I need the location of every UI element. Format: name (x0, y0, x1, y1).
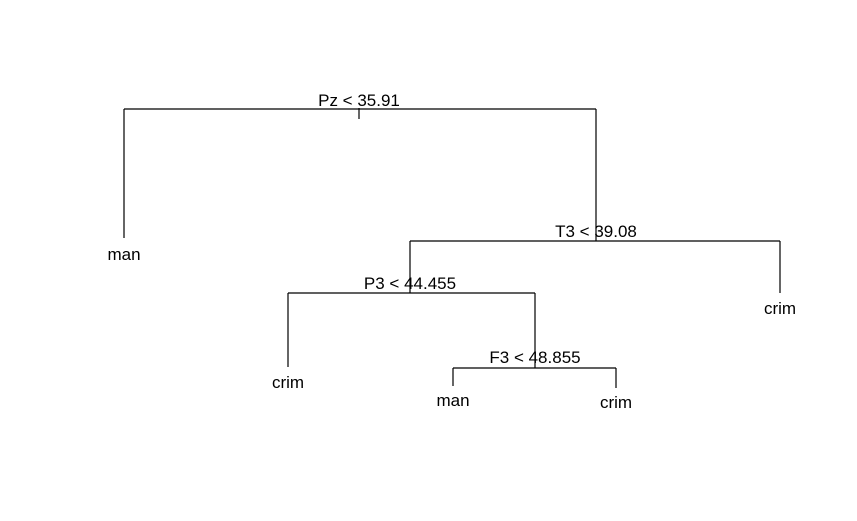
leaf-label-root-left: man (107, 245, 140, 264)
split-node-f3: F3 < 48.855 (452, 348, 617, 388)
split-label-p3: P3 < 44.455 (364, 274, 456, 293)
split-node-root: Pz < 35.91 (123, 91, 597, 241)
leaf-label-f3-left: man (436, 391, 469, 410)
leaf-label-f3-right: crim (600, 393, 632, 412)
leaf-label-t3-right: crim (764, 299, 796, 318)
split-label-t3: T3 < 39.08 (555, 222, 637, 241)
leaf-label-p3-left: crim (272, 373, 304, 392)
split-label-f3: F3 < 48.855 (489, 348, 580, 367)
split-label-root: Pz < 35.91 (318, 91, 400, 110)
split-node-t3: T3 < 39.08 (409, 222, 781, 293)
split-node-p3: P3 < 44.455 (287, 274, 536, 368)
